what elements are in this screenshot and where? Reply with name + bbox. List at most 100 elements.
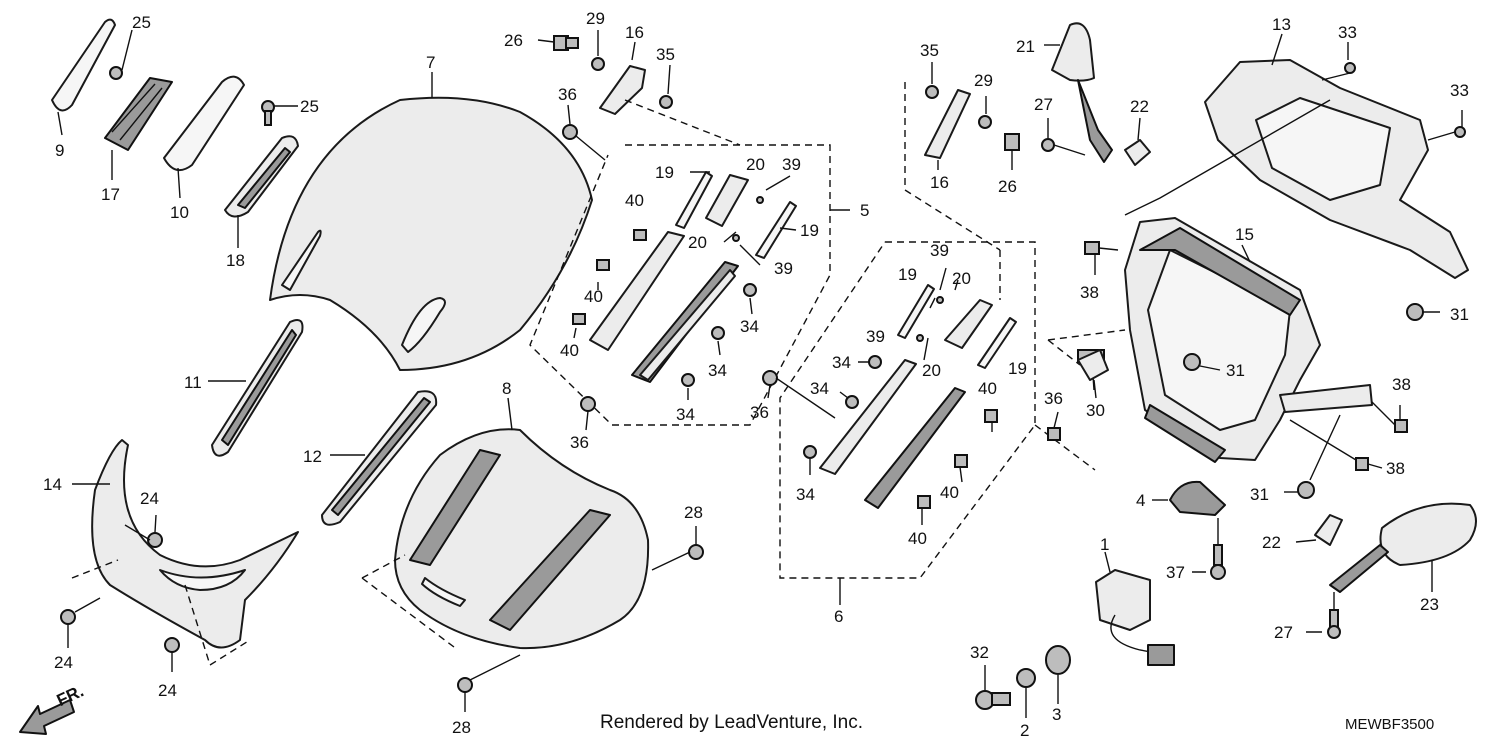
- grommet-3-icon: [1045, 645, 1071, 704]
- callout-26: 26: [504, 31, 523, 50]
- callout-27: 27: [1274, 623, 1293, 642]
- callout-33: 33: [1338, 23, 1357, 42]
- part-12-vent: [321, 390, 438, 526]
- callout-34: 34: [810, 379, 829, 398]
- callout-30: 30: [1086, 401, 1105, 420]
- part-21-stay: [1044, 22, 1113, 163]
- callout-36: 36: [1044, 389, 1063, 408]
- screw-27a-icon: [1041, 118, 1086, 156]
- callout-16: 16: [930, 173, 949, 192]
- callout-22: 22: [1130, 97, 1149, 116]
- screw-28-icons: [457, 526, 704, 712]
- part-7-windscreen: [269, 72, 593, 371]
- callout-38: 38: [1392, 375, 1411, 394]
- callout-34: 34: [740, 317, 759, 336]
- callout-32: 32: [970, 643, 989, 662]
- callout-38: 38: [1080, 283, 1099, 302]
- callout-19: 19: [1008, 359, 1027, 378]
- callout-40: 40: [625, 191, 644, 210]
- callout-39: 39: [782, 155, 801, 174]
- callout-29: 29: [586, 9, 605, 28]
- bolt-32-icon: [975, 665, 1011, 710]
- part-10-pad: [163, 75, 245, 172]
- callout-6: 6: [834, 607, 843, 626]
- callout-20: 20: [688, 233, 707, 252]
- callout-5: 5: [860, 201, 869, 220]
- callout-13: 13: [1272, 15, 1291, 34]
- diagram-code: MEWBF3500: [1345, 716, 1435, 733]
- part-30-clamp: [1077, 349, 1109, 399]
- callout-24: 24: [54, 653, 73, 672]
- callout-39: 39: [866, 327, 885, 346]
- callout-4: 4: [1136, 491, 1145, 510]
- callout-36: 36: [558, 85, 577, 104]
- part-18-bracket: [224, 135, 299, 218]
- screw-27b-icon: [1306, 592, 1341, 639]
- fasteners-top-middle: [537, 30, 673, 161]
- callout-36: 36: [570, 433, 589, 452]
- group-6-box: [762, 241, 1096, 605]
- callout-38: 38: [1386, 459, 1405, 478]
- callout-23: 23: [1420, 595, 1439, 614]
- callout-19: 19: [800, 221, 819, 240]
- screw-25a-icon: [109, 29, 133, 80]
- callout-24: 24: [140, 489, 159, 508]
- callout-14: 14: [43, 475, 62, 494]
- collar-2-icon: [1016, 668, 1036, 718]
- callout-20: 20: [746, 155, 765, 174]
- callout-28: 28: [452, 718, 471, 737]
- callout-8: 8: [502, 379, 511, 398]
- callout-22: 22: [1262, 533, 1281, 552]
- part-8-upper-cowl: [361, 397, 650, 651]
- callout-31: 31: [1250, 485, 1269, 504]
- screw-37-icon: [1192, 518, 1226, 580]
- part-22b-plate: [1295, 514, 1343, 546]
- callout-40: 40: [908, 529, 927, 548]
- callout-31: 31: [1226, 361, 1245, 380]
- callout-21: 21: [1016, 37, 1035, 56]
- callout-9: 9: [55, 141, 64, 160]
- callout-28: 28: [684, 503, 703, 522]
- callout-40: 40: [560, 341, 579, 360]
- callout-24: 24: [158, 681, 177, 700]
- callout-17: 17: [101, 185, 120, 204]
- callout-36: 36: [750, 403, 769, 422]
- callout-labels: 1 2 3 4 5 6 7 8 9 10 11 12 13 14 15 16 1…: [43, 9, 1469, 740]
- callout-35: 35: [656, 45, 675, 64]
- callout-7: 7: [426, 53, 435, 72]
- part-11-vent: [208, 319, 304, 457]
- callout-10: 10: [170, 203, 189, 222]
- callout-39: 39: [930, 241, 949, 260]
- callout-35: 35: [920, 41, 939, 60]
- callout-31: 31: [1450, 305, 1469, 324]
- part-4-bracket: [1152, 480, 1226, 516]
- callout-1: 1: [1100, 535, 1109, 554]
- callout-15: 15: [1235, 225, 1254, 244]
- callout-33: 33: [1450, 81, 1469, 100]
- part-9-pad: [51, 18, 116, 112]
- callout-16: 16: [625, 23, 644, 42]
- group-5-box: [529, 99, 850, 431]
- screw-24-icons: [60, 514, 180, 672]
- front-direction-arrow-icon: [19, 699, 75, 735]
- callout-34: 34: [708, 361, 727, 380]
- rendered-by-credit: Rendered by LeadVenture, Inc.: [600, 712, 864, 733]
- callout-12: 12: [303, 447, 322, 466]
- part-14-lower-fairing: [71, 439, 299, 666]
- callout-29: 29: [974, 71, 993, 90]
- callout-25: 25: [300, 97, 319, 116]
- callout-3: 3: [1052, 705, 1061, 724]
- part-15-frame: [1124, 99, 1373, 463]
- callout-34: 34: [832, 353, 851, 372]
- callout-34: 34: [676, 405, 695, 424]
- callout-39: 39: [774, 259, 793, 278]
- callout-18: 18: [226, 251, 245, 270]
- part-17-bracket: [104, 77, 173, 151]
- callout-20: 20: [922, 361, 941, 380]
- screw-25b-icon: [261, 100, 298, 126]
- callout-19: 19: [655, 163, 674, 182]
- callout-19: 19: [898, 265, 917, 284]
- callout-40: 40: [978, 379, 997, 398]
- callout-2: 2: [1020, 721, 1029, 740]
